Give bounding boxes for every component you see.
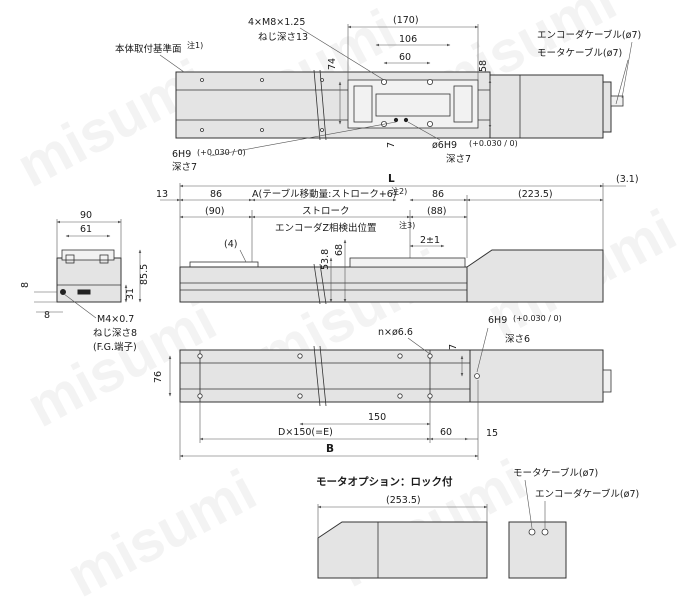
dim-15: 15 bbox=[486, 428, 498, 439]
dim-88: (88) bbox=[427, 206, 447, 217]
mount-hole bbox=[397, 393, 403, 399]
fg-terminal: (F.G.端子) bbox=[93, 341, 137, 353]
dim-8a: 8 bbox=[20, 282, 31, 288]
dim-85-5: 85.5 bbox=[139, 264, 150, 285]
top-view: (170) 106 60 4×M8×1.25 ねじ深さ13 74 58 本体取付… bbox=[115, 15, 641, 173]
mount-hole bbox=[427, 393, 433, 399]
dim-68: 68 bbox=[334, 244, 345, 256]
pin-depth-label: 深さ6 bbox=[505, 334, 530, 345]
dim-58: 58 bbox=[478, 60, 489, 72]
dim-2pm1: 2±1 bbox=[420, 235, 440, 246]
dim-90-side: (90) bbox=[205, 206, 225, 217]
dim-253-5: (253.5) bbox=[386, 495, 421, 506]
dim-B: B bbox=[326, 443, 334, 455]
motor-housing-side bbox=[466, 249, 604, 303]
end-body bbox=[56, 257, 122, 303]
encoder-cable-top: エンコーダケーブル(ø7) bbox=[537, 29, 641, 41]
pin-hole bbox=[403, 117, 409, 123]
fg-screw: M4×0.7 bbox=[97, 314, 134, 325]
dim-61: 61 bbox=[80, 224, 92, 235]
mount-hole bbox=[197, 353, 203, 359]
lock-motor-side bbox=[317, 521, 488, 579]
motor-housing-bottom bbox=[469, 349, 604, 403]
ref-surface-note: 注1) bbox=[187, 40, 203, 50]
encoder-z-note: 注3) bbox=[399, 220, 415, 230]
encoder-z-label: エンコーダZ相検出位置 bbox=[275, 222, 377, 234]
dim-A-label: A(テーブル移動量:ストローク+6) bbox=[252, 188, 397, 200]
dim-pitch: D×150(=E) bbox=[278, 427, 333, 438]
dim-106: 106 bbox=[399, 34, 417, 45]
dim-7-bottom: 7 bbox=[448, 344, 459, 350]
mount-hole bbox=[197, 393, 203, 399]
encoder-cable-outlet bbox=[541, 528, 549, 536]
ref-surface-label: 本体取付基準面 bbox=[115, 43, 182, 55]
lock-encoder-cable: エンコーダケーブル(ø7) bbox=[535, 488, 639, 500]
tap-hole bbox=[426, 79, 433, 86]
dim-170: (170) bbox=[393, 15, 419, 26]
dim-76: 76 bbox=[153, 371, 164, 383]
fg-depth: ねじ深さ8 bbox=[93, 328, 137, 339]
dim-90-end: 90 bbox=[80, 210, 92, 221]
tap-hole bbox=[426, 121, 433, 128]
pin-hole bbox=[393, 117, 399, 123]
dim-L: L bbox=[388, 173, 395, 185]
mount-hole bbox=[297, 353, 303, 359]
mount-hole bbox=[297, 393, 303, 399]
end-view: 90 61 85.5 31 8 8 M4×0.7 ねじ深さ8 (F.G.端子) bbox=[20, 210, 150, 353]
pin-hole-bottom-tol: (+0.030 / 0) bbox=[513, 314, 562, 323]
stroke-label: ストローク bbox=[302, 206, 350, 217]
dim-4: (4) bbox=[224, 239, 237, 250]
dim-60: 60 bbox=[399, 52, 411, 63]
tap-holes-label: 4×M8×1.25 bbox=[248, 17, 305, 28]
tap-hole bbox=[380, 79, 387, 86]
lock-motor-end bbox=[508, 521, 567, 579]
dim-7-top: 7 bbox=[386, 142, 397, 148]
dim-3-1: (3.1) bbox=[616, 174, 639, 185]
lock-option-title: モータオプション：ロック付 bbox=[316, 475, 453, 488]
dim-86a: 86 bbox=[210, 189, 222, 200]
dim-31: 31 bbox=[125, 288, 136, 300]
actuator-body-side bbox=[179, 266, 468, 303]
pin-hole-bottom bbox=[474, 373, 480, 379]
dim-74: 74 bbox=[327, 58, 338, 70]
dim-150: 150 bbox=[368, 412, 386, 423]
pin-hole-left: 6H9 bbox=[172, 149, 191, 160]
holes-label: n×ø6.6 bbox=[378, 327, 413, 338]
pin-hole-right-tol: (+0.030 / 0) bbox=[469, 139, 518, 148]
fg-terminal-hole bbox=[60, 289, 66, 295]
pin-hole-bottom-label: 6H9 bbox=[488, 315, 507, 326]
dim-86b: 86 bbox=[432, 189, 444, 200]
dim-8b: 8 bbox=[44, 310, 50, 321]
side-view: L 13 86 A(テーブル移動量:ストローク+6) 注2) 86 (223.5… bbox=[156, 173, 639, 305]
end-table bbox=[61, 249, 115, 261]
mount-hole bbox=[427, 353, 433, 359]
motor-cable-top: モータケーブル(ø7) bbox=[537, 47, 622, 59]
mount-hole bbox=[397, 353, 403, 359]
slide-table-side bbox=[349, 257, 466, 268]
motor-end-cap-top bbox=[602, 81, 612, 133]
dim-60-bottom: 60 bbox=[440, 427, 452, 438]
tap-depth-label: ねじ深さ13 bbox=[258, 32, 308, 43]
pin-hole-left-tol: (+0.030 / 0) bbox=[197, 148, 246, 157]
pin-hole-left-depth: 深さ7 bbox=[172, 162, 197, 173]
pin-hole-right: ø6H9 bbox=[432, 140, 457, 151]
motor-housing-top bbox=[489, 74, 604, 139]
pin-hole-right-depth: 深さ7 bbox=[446, 154, 471, 165]
bottom-view: n×ø6.6 6H9 (+0.030 / 0) 深さ6 7 76 150 D×1… bbox=[153, 314, 612, 460]
lock-option: モータオプション：ロック付 (253.5) モータケーブル(ø7) エンコーダケ… bbox=[316, 467, 639, 579]
dim-A-note: 注2) bbox=[391, 186, 407, 196]
dim-53-8: 53.8 bbox=[320, 249, 331, 270]
motor-cable-outlet bbox=[528, 528, 536, 536]
dim-13: 13 bbox=[156, 189, 168, 200]
dim-223-5: (223.5) bbox=[518, 189, 553, 200]
lock-motor-cable: モータケーブル(ø7) bbox=[513, 467, 598, 479]
